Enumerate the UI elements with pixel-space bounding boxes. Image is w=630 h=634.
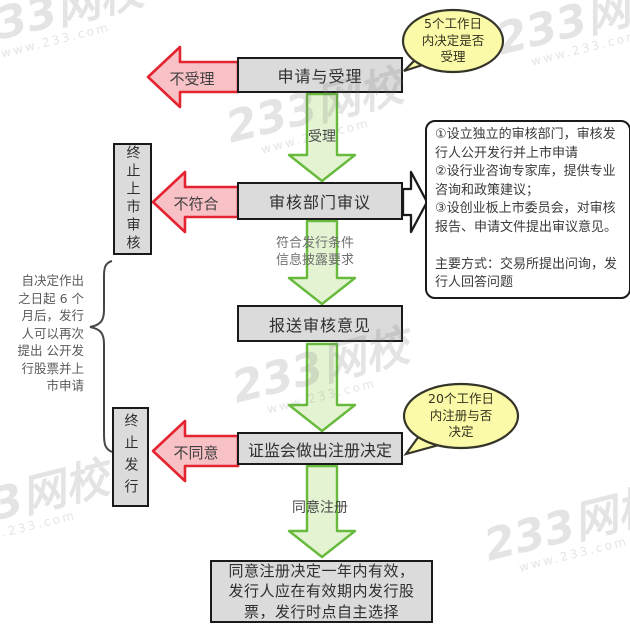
step-submit-review-opinion: 报送审核意见 bbox=[237, 305, 403, 342]
label-accepted: 受理 bbox=[308, 129, 336, 145]
review-detail-note: ①设立独立的审核部门，审核发行人公开发行并上市申请 ②设行业咨询专家库，提供专业… bbox=[425, 120, 630, 299]
step-registration-valid-one-year: 同意注册决定一年内有效， 发行人应在有效期内发行股 票，发行时点自主选择 bbox=[210, 560, 433, 623]
arrow-right-to-note bbox=[401, 170, 429, 234]
reapply-note: 自决定作出 之日起 6 个 月后，发行 人可以再次 提出 公开发 行股票并上 市… bbox=[17, 273, 84, 393]
label-meet-conditions: 符合发行条件 信息披露要求 bbox=[275, 236, 354, 268]
terminate-issuance-box: 终止发行 bbox=[112, 407, 149, 507]
arrow-down-accept bbox=[287, 92, 357, 183]
step-application-acceptance: 申请与受理 bbox=[237, 57, 403, 93]
arrow-down-agree-register bbox=[287, 464, 357, 559]
label-disagree: 不同意 bbox=[173, 444, 219, 462]
bubble-5days-text: 5个工作日 内决定是否 受理 bbox=[421, 16, 485, 64]
label-not-conforming: 不符合 bbox=[173, 195, 219, 213]
step-csrc-registration-decision: 证监会做出注册决定 bbox=[237, 432, 403, 465]
terminate-listing-review-label: 终止上市审核 bbox=[124, 145, 141, 253]
step-review-department: 审核部门审议 bbox=[237, 182, 403, 220]
label-not-accepted: 不受理 bbox=[169, 70, 215, 88]
reapply-brace bbox=[89, 260, 113, 453]
bubble-20days-text: 20个工作日 内注册与否 决定 bbox=[428, 391, 494, 439]
bubble-5days bbox=[401, 8, 505, 74]
label-agree-register: 同意注册 bbox=[292, 500, 348, 516]
terminate-issuance-label: 终止发行 bbox=[122, 413, 139, 501]
bubble-20days bbox=[402, 382, 520, 450]
arrow-down-meet-conditions bbox=[287, 219, 357, 306]
terminate-listing-review-box: 终止上市审核 bbox=[113, 143, 152, 255]
arrow-down-submit-opinion bbox=[287, 342, 357, 433]
